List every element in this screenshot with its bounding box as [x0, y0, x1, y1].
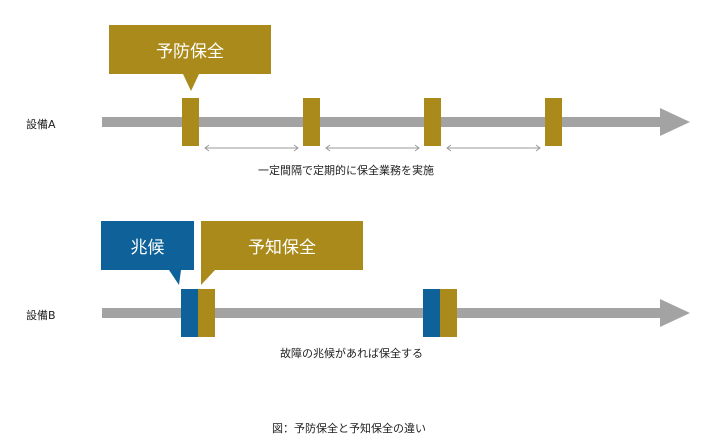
- equipment-a-label: 設備A: [26, 118, 56, 131]
- sign-marker: [181, 289, 198, 337]
- interval-arrows: [204, 144, 541, 152]
- callout-pointer: [201, 270, 215, 285]
- predictive-maintenance-callout: 予知保全: [201, 221, 363, 285]
- row-b-caption: 故障の兆候があれば保全する: [280, 347, 423, 360]
- sign-label: 兆候: [130, 238, 165, 258]
- predictive-maintenance-label: 予知保全: [248, 238, 316, 258]
- timeline-bar-b: [102, 308, 662, 318]
- figure-caption: 図：予防保全と予知保全の違い: [272, 422, 426, 435]
- maintenance-marker: [182, 98, 199, 146]
- timeline-arrowhead-a: [660, 108, 690, 136]
- preventive-maintenance-label: 予防保全: [156, 42, 224, 62]
- equipment-b-label: 設備B: [26, 309, 56, 322]
- sign-marker: [423, 289, 440, 337]
- sign-callout: 兆候: [101, 221, 194, 285]
- maintenance-marker: [545, 98, 562, 146]
- maintenance-marker: [303, 98, 320, 146]
- preventive-maintenance-callout: 予防保全: [109, 25, 271, 91]
- callout-pointer: [183, 74, 199, 91]
- maintenance-marker: [440, 289, 457, 337]
- timeline-bar-a: [102, 117, 662, 127]
- maintenance-marker: [198, 289, 215, 337]
- timeline-arrowhead-b: [660, 299, 690, 327]
- maintenance-marker: [424, 98, 441, 146]
- callout-pointer: [169, 270, 181, 285]
- row-a-caption: 一定間隔で定期的に保全業務を実施: [258, 164, 434, 177]
